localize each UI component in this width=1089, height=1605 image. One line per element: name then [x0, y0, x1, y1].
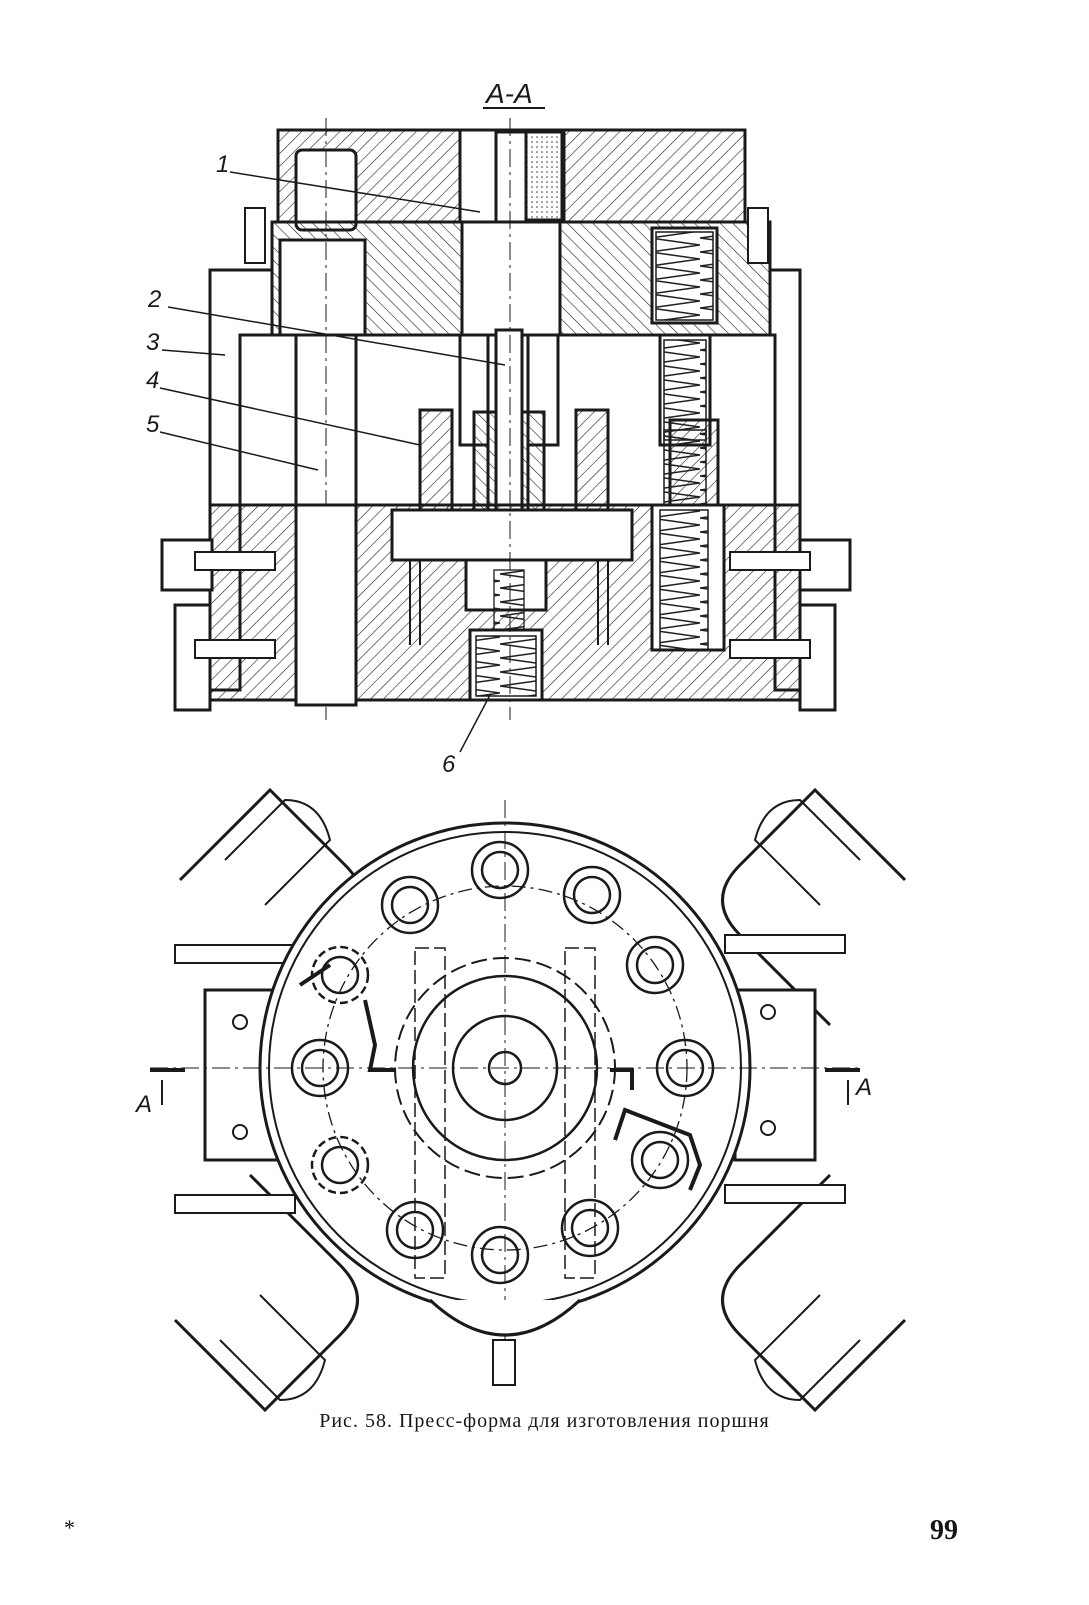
section-title: А-А	[484, 78, 533, 109]
cooling-arm-top-right	[721, 787, 907, 1027]
callout-6: 6	[442, 751, 456, 778]
section-view: А-А	[146, 78, 852, 778]
section-mark-left: А	[134, 1091, 152, 1118]
callout-2: 2	[147, 286, 161, 313]
callout-4: 4	[146, 367, 159, 394]
cooling-arm-bottom-right	[721, 1173, 907, 1413]
figure-caption: Рис. 58. Пресс-форма для изготовления по…	[319, 1410, 770, 1432]
callout-1: 1	[216, 151, 229, 178]
page-marker: *	[64, 1515, 75, 1540]
page-number: 99	[930, 1515, 958, 1546]
section-mark-right: А	[854, 1074, 872, 1101]
callout-5: 5	[146, 411, 160, 438]
bolt-holes	[290, 840, 715, 1285]
callout-3: 3	[146, 329, 160, 356]
plan-view: А А	[134, 787, 907, 1413]
cooling-arm-bottom-left	[173, 1173, 359, 1413]
